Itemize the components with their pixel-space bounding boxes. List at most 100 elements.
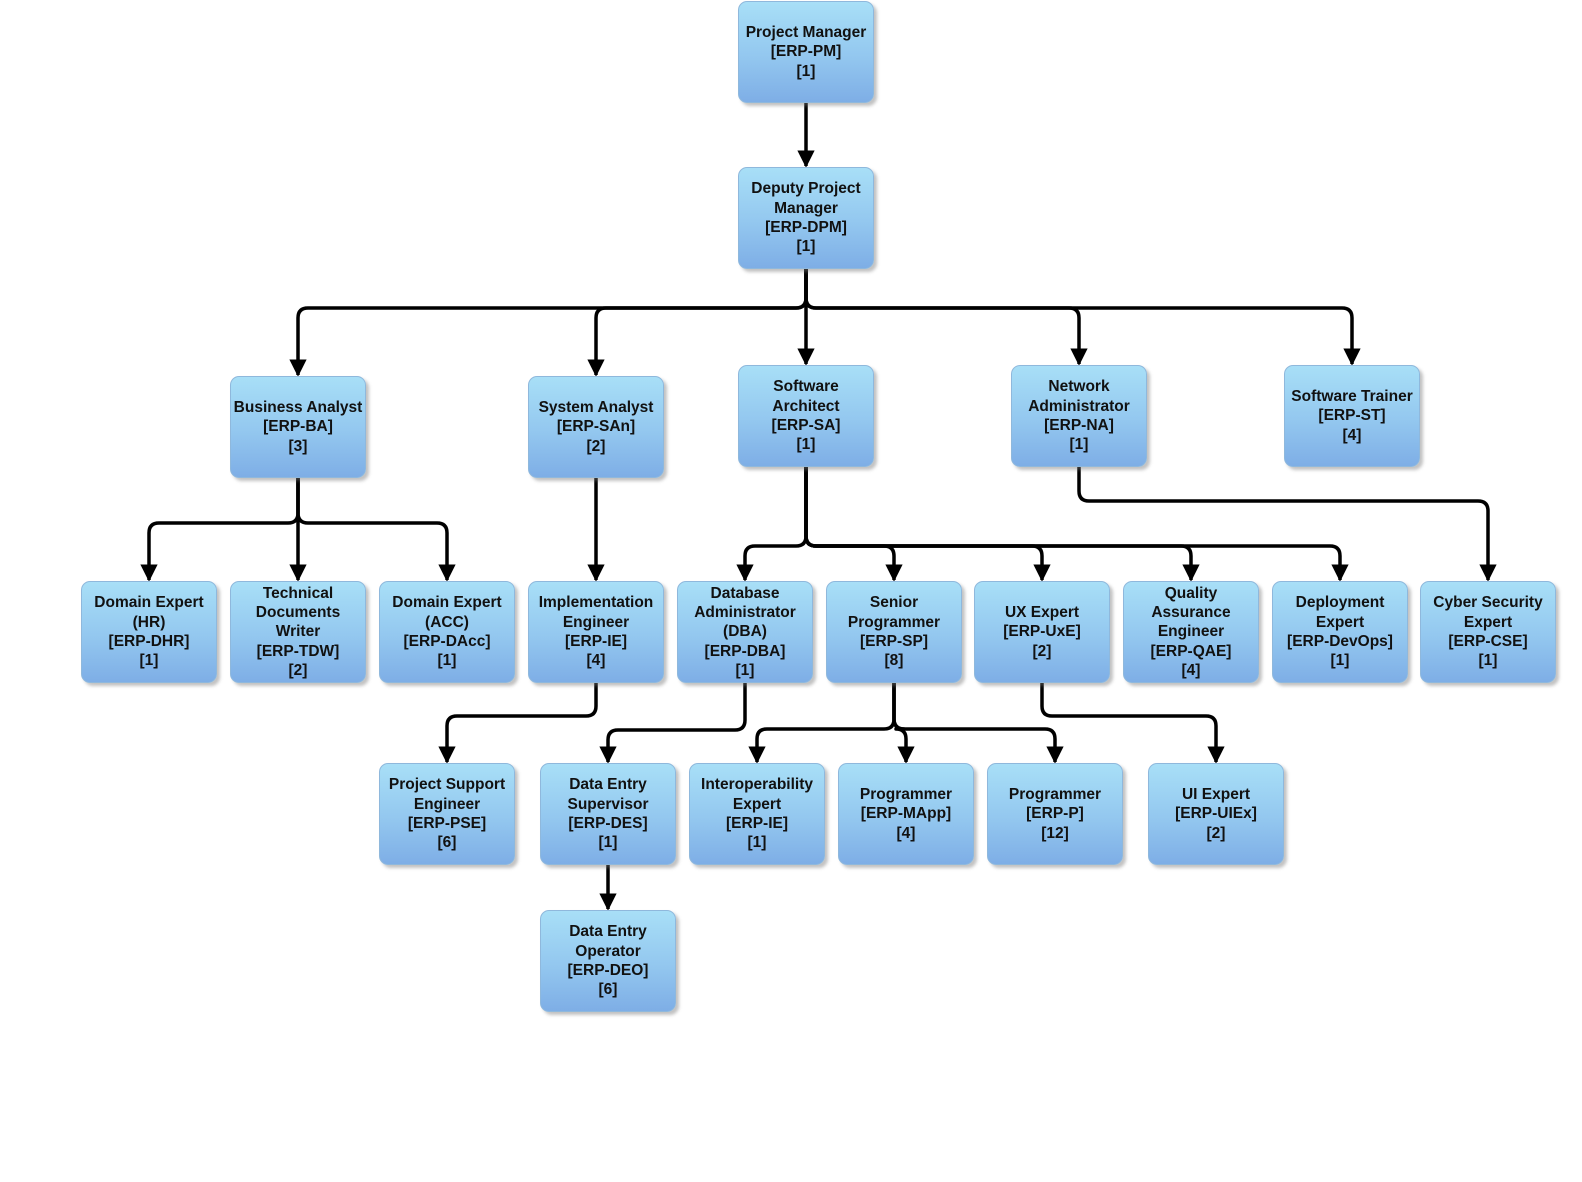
node-label-line: [ERP-DES] xyxy=(568,815,648,832)
node-label-line: [2] xyxy=(288,661,308,679)
node-label-line: [ERP-DHR] xyxy=(108,633,190,650)
connector-sa-to-dba xyxy=(736,467,808,582)
node-label-line: (DBA) xyxy=(723,623,767,641)
node-label-line: Programmer xyxy=(1008,786,1102,804)
node-label-line: Technical xyxy=(262,584,334,602)
node-label-line: [ERP-NA] xyxy=(1044,417,1114,434)
node-label-line: Software Trainer xyxy=(1291,388,1413,406)
node-label-line: [ERP-SA] xyxy=(771,417,841,434)
node-label-line: Engineer xyxy=(562,613,630,631)
node-label-line: [ERP-IE] xyxy=(565,633,627,650)
node-label-line: Network xyxy=(1048,378,1110,396)
node-label-line: [1] xyxy=(796,238,816,256)
connector-sa-to-sp xyxy=(804,467,903,582)
node-label-line: [ERP-DAcc] xyxy=(403,633,491,650)
node-label-line: [3] xyxy=(288,437,308,455)
node-label-line: [ERP-QAE] xyxy=(1150,642,1232,660)
node-label-line: [ERP-SAn] xyxy=(556,418,636,436)
connector-dpm-to-na xyxy=(804,269,1088,366)
node-uiex: UI Expert[ERP-UIEx][2] xyxy=(1148,763,1284,865)
node-label-line: [12] xyxy=(1041,824,1069,842)
node-label-line: Deployment xyxy=(1295,594,1385,612)
node-dacc: Domain Expert(ACC)[ERP-DAcc][1] xyxy=(379,581,515,683)
connector-ba-to-dhr xyxy=(140,478,300,582)
connector-dpm-to-st xyxy=(804,269,1361,366)
node-label-line: [ERP-SP] xyxy=(859,633,929,650)
node-label-line: Writer xyxy=(275,623,321,641)
node-label-line: [ERP-IE] xyxy=(726,815,788,832)
connector-dba-to-des xyxy=(599,683,747,764)
node-label-line: [8] xyxy=(884,652,904,670)
node-label-line: [ERP-DPM] xyxy=(765,219,847,236)
node-label-line: [1] xyxy=(735,661,755,679)
node-label-line: [ERP-MApp] xyxy=(860,805,952,823)
node-label-line: Expert xyxy=(1463,613,1513,631)
node-label-line: Business Analyst xyxy=(233,399,363,417)
node-san: System Analyst[ERP-SAn][2] xyxy=(528,376,664,478)
node-label-line: Deputy Project xyxy=(751,180,861,198)
node-label-line: (HR) xyxy=(132,613,166,631)
node-label-line: [ERP-DevOps] xyxy=(1287,633,1393,650)
connector-ie-to-pse xyxy=(438,683,598,764)
node-label-line: Quality xyxy=(1164,584,1218,602)
node-label-line: Assurance xyxy=(1151,604,1231,622)
node-label-line: [ERP-PSE] xyxy=(407,815,487,832)
node-label-line: Cyber Security xyxy=(1433,594,1543,612)
node-label-line: Administrator xyxy=(694,604,796,622)
node-st: Software Trainer[ERP-ST][4] xyxy=(1284,365,1420,467)
node-label-line: [ERP-UIEx] xyxy=(1175,805,1257,823)
connector-sa-to-qae xyxy=(804,467,1200,582)
node-label-line: [6] xyxy=(437,834,457,852)
connector-sp-to-prog xyxy=(892,683,1064,764)
node-label-line: Programmer xyxy=(859,786,953,804)
node-label-line: UX Expert xyxy=(1004,604,1080,622)
node-label-line: [ERP-CSE] xyxy=(1448,633,1528,650)
node-label-line: Project Support xyxy=(388,776,506,794)
node-label-line: [4] xyxy=(586,652,606,670)
node-ba: Business Analyst[ERP-BA][3] xyxy=(230,376,366,478)
node-label-line: [ERP-PM] xyxy=(770,43,842,61)
connector-na-to-cse xyxy=(1077,467,1497,582)
node-label-line: [ERP-ST] xyxy=(1318,407,1386,425)
node-label-line: [4] xyxy=(1181,661,1201,679)
connector-uxe-to-uiex xyxy=(1040,683,1225,764)
node-label-line: Expert xyxy=(1315,613,1365,631)
node-label-line: [ERP-BA] xyxy=(263,418,333,436)
node-label-line: Administrator xyxy=(1028,397,1130,415)
node-label-line: [1] xyxy=(139,652,159,670)
node-label-line: Interoperability xyxy=(701,776,813,794)
node-label-line: Architect xyxy=(772,397,840,415)
node-label-line: Documents xyxy=(255,604,341,622)
node-label-line: [4] xyxy=(896,824,916,842)
node-label-line: [2] xyxy=(1206,824,1226,842)
node-label-line: Manager xyxy=(774,199,838,217)
node-label-line: Engineer xyxy=(413,795,481,813)
node-label-line: Expert xyxy=(732,795,782,813)
node-label-line: Data Entry xyxy=(569,776,647,794)
node-label-line: Engineer xyxy=(1157,623,1225,641)
node-label-line: Database xyxy=(710,584,780,602)
node-label-line: (ACC) xyxy=(425,613,469,631)
node-label-line: [1] xyxy=(796,62,816,80)
connector-sa-to-uxe xyxy=(804,467,1051,582)
connector-sa-to-devops xyxy=(804,467,1349,582)
node-label-line: Supervisor xyxy=(567,795,649,813)
node-label-line: [1] xyxy=(1330,652,1350,670)
node-label-line: [1] xyxy=(796,436,816,454)
node-uxe: UX Expert[ERP-UxE][2] xyxy=(974,581,1110,683)
node-label-line: [1] xyxy=(1069,436,1089,454)
connector-dpm-to-ba xyxy=(289,269,808,377)
node-label-line: Programmer xyxy=(847,613,941,631)
